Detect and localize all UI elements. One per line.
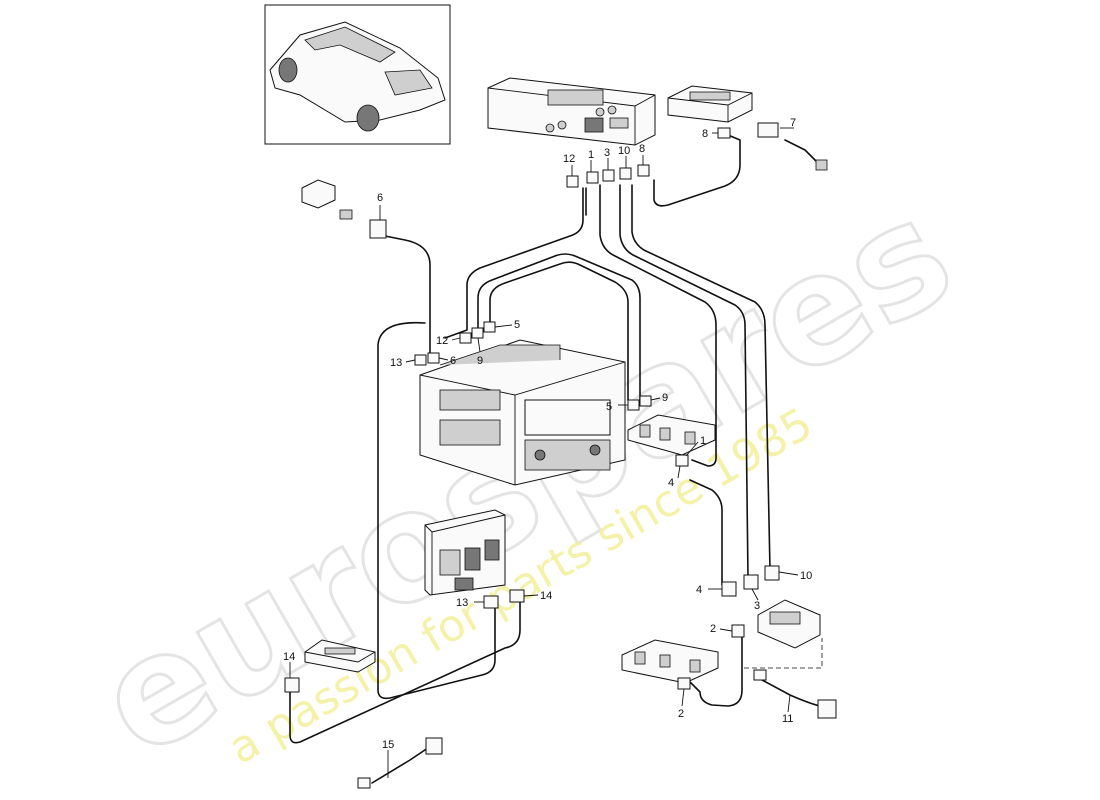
plug-11-small [753,669,767,681]
car-wheel-front [278,57,298,83]
plug-9-bracket [639,395,652,407]
plug-7-end [815,159,828,171]
callout-10-lower: 10 [800,570,812,582]
plug-14-antenna [284,677,300,693]
plug-15-end [425,737,443,755]
callout-12-unit: 12 [436,335,448,347]
plug-6-unit [427,352,440,364]
plug-12-top [566,175,579,188]
plug-7 [757,122,779,138]
callout-5-unit: 5 [514,319,520,331]
callout-9-bracket: 9 [662,392,668,404]
callout-15: 15 [382,739,394,751]
plug-13-lower [483,595,499,609]
amplifier-box-small [667,85,753,123]
callout-8-amp: 8 [702,128,708,140]
plug-9-unit [471,327,484,339]
callout-13-lower: 13 [456,597,468,609]
plug-8-top [637,164,650,177]
wiring-harness [289,134,821,784]
callout-3-lower: 3 [754,600,760,612]
callout-1-bracket: 1 [700,435,706,447]
plug-13-unit [414,354,427,366]
plug-8-amp [717,127,731,139]
callout-4-lower: 4 [696,584,702,596]
callout-1-top: 1 [588,149,594,161]
radio-unit-assembly [419,339,626,486]
plug-2-right [731,624,745,638]
head-unit-box-main [487,77,656,146]
connector-module-top-left [301,179,336,209]
plug-1-top [586,171,599,184]
plug-11-end [817,699,837,719]
callout-14-module: 14 [540,590,552,602]
mounting-bracket-lower [621,639,719,684]
plug-10-top [619,167,632,180]
plug-5-bracket [627,399,640,411]
car-rear-window [384,69,433,96]
holder-bracket-right [741,599,823,669]
callout-6-top: 6 [377,192,383,204]
plug-3-top [602,169,615,182]
plug-3-lower [743,574,759,590]
plug-top-left-end [339,209,353,220]
plug-4-lower [721,581,737,597]
callout-9-unit: 9 [477,355,483,367]
callout-4-bracket: 4 [668,477,674,489]
callout-8-top: 8 [639,143,645,155]
mounting-bracket-upper [627,414,716,456]
plug-15-small [357,777,371,789]
callout-2-lower: 2 [678,708,684,720]
antenna-module [304,639,376,673]
car-wheel-rear [356,104,380,132]
plug-12-unit [459,332,472,344]
callout-3-top: 3 [604,147,610,159]
plug-4-bracket [675,454,689,467]
callout-14-antenna: 14 [283,651,295,663]
plug-14-module [509,589,525,603]
callout-labels: 12 1 3 10 8 8 7 6 13 6 12 9 5 5 9 1 4 4 … [283,117,812,751]
callout-5-bracket: 5 [606,401,612,413]
control-module [424,509,506,596]
connector-plugs [284,122,837,789]
callout-10-top: 10 [618,145,630,157]
plug-2-lower [677,677,691,690]
callout-12-top: 12 [563,153,575,165]
callout-11: 11 [782,713,793,725]
leader-lines [289,127,799,778]
plug-5-unit [483,321,496,333]
plug-10-lower [764,565,780,581]
vehicle-thumbnail [264,4,451,145]
callout-13-unit: 13 [390,357,402,369]
callout-2-right: 2 [710,623,716,635]
car-roof-outline [304,26,396,63]
plug-6-top [369,219,387,239]
callout-7: 7 [790,117,796,129]
callout-6-unit: 6 [450,355,456,367]
